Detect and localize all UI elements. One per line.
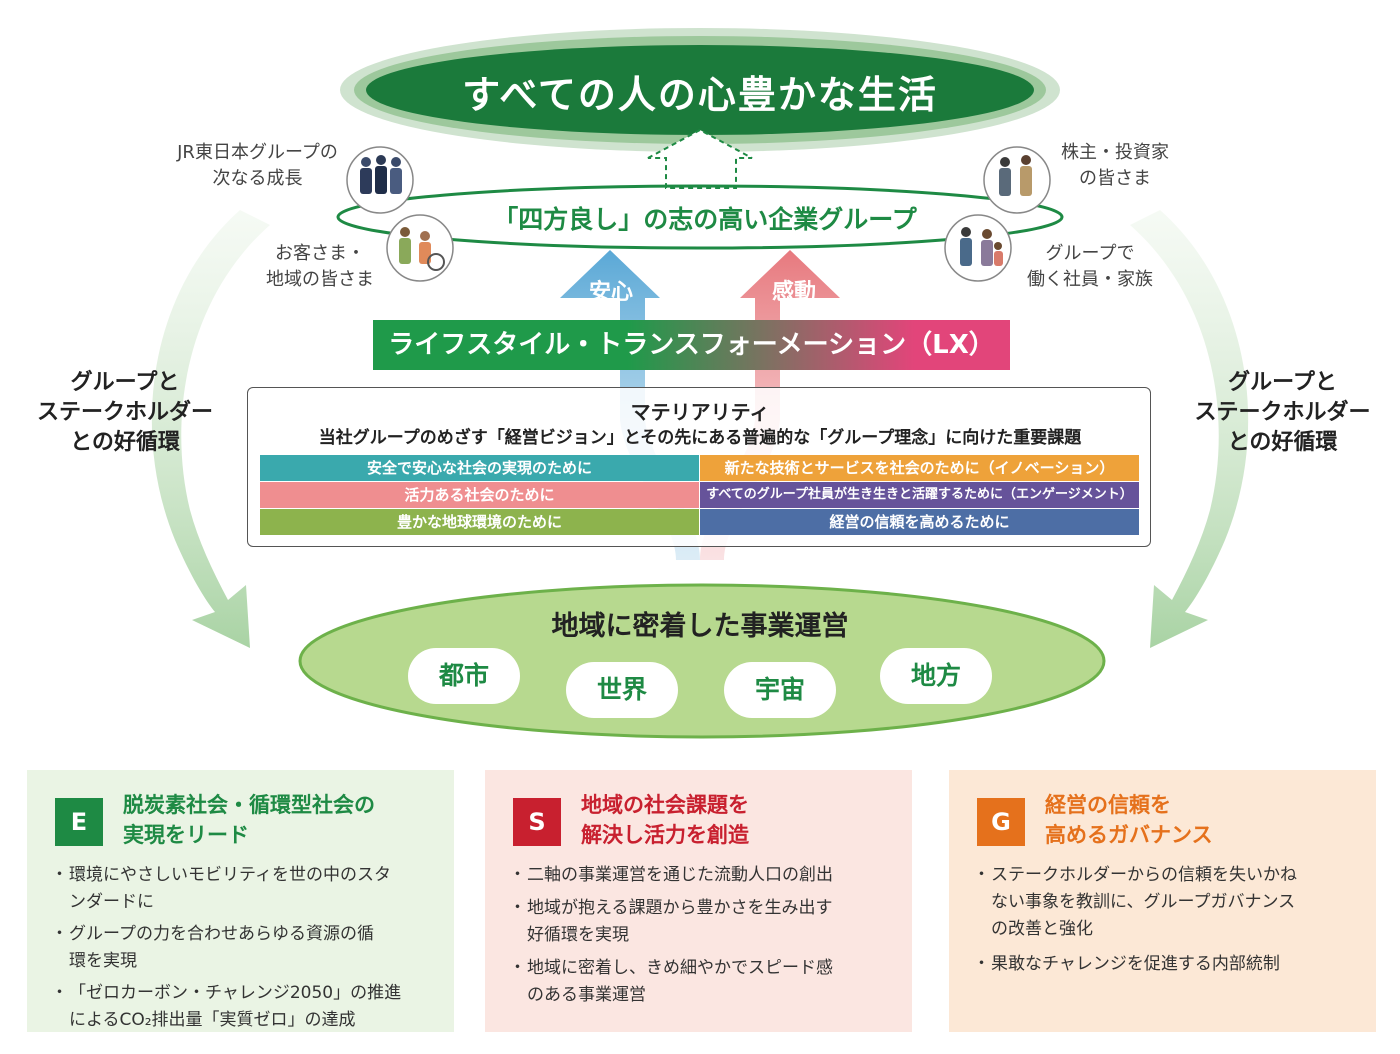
- esg-panel-e: E 脱炭素社会・循環型社会の 実現をリード 環境にやさしいモビリティを世の中のス…: [27, 770, 454, 1032]
- materiality-item: 豊かな地球環境のために: [260, 509, 699, 535]
- esg-list-item: 地域に密着し、きめ細やかでスピード感 のある事業運営: [509, 955, 905, 1009]
- materiality-item: 経営の信頼を高めるために: [700, 509, 1139, 535]
- esg-badge: G: [977, 798, 1025, 846]
- business-area-regional: 地方: [880, 648, 992, 704]
- materiality-item: すべてのグループ社員が生き生きと活躍するために（エンゲージメント）: [700, 482, 1139, 508]
- stakeholder-employees-label: グループで 働く社員・家族: [1027, 243, 1153, 290]
- esg-title: 脱炭素社会・循環型社会の 実現をリード: [123, 793, 375, 847]
- esg-list-item: 二軸の事業運営を通じた流動人口の創出: [509, 862, 905, 889]
- business-area-urban: 都市: [408, 648, 520, 704]
- family-wheelchair-icon: [386, 214, 454, 282]
- esg-badge: E: [55, 798, 103, 846]
- esg-list: 二軸の事業運営を通じた流動人口の創出 地域が抱える課題から豊かさを生み出す 好循…: [509, 862, 905, 1014]
- employee-family-icon: [944, 214, 1012, 282]
- business-title: 地域に密着した事業運営: [551, 611, 849, 642]
- business-area-space: 宇宙: [724, 662, 836, 718]
- lx-banner: ライフスタイル・トランスフォーメーション（LX）: [373, 320, 1010, 370]
- up-arrow-outline: [647, 128, 753, 189]
- arrow-label-kandou: 感動: [771, 280, 816, 305]
- esg-list-item: 地域が抱える課題から豊かさを生み出す 好循環を実現: [509, 895, 905, 949]
- loop-label-left: グループと ステークホルダー との好循環: [36, 370, 213, 455]
- esg-badge: S: [513, 798, 561, 846]
- esg-title: 経営の信頼を 高めるガバナンス: [1045, 793, 1213, 847]
- materiality-box: マテリアリティ 当社グループのめざす「経営ビジョン」とその先にある普遍的な「グル…: [247, 387, 1151, 547]
- esg-panel-g: G 経営の信頼を 高めるガバナンス ステークホルダーからの信頼を失いかね ない事…: [949, 770, 1376, 1032]
- esg-list-item: 「ゼロカーボン・チャレンジ2050」の推進 によるCO₂排出量「実質ゼロ」の達成: [51, 980, 447, 1034]
- materiality-item: 新たな技術とサービスを社会のために（イノベーション）: [700, 455, 1139, 481]
- loop-label-right: グループと ステークホルダー との好循環: [1194, 370, 1371, 455]
- group-title: 「四方良し」の志の高い企業グループ: [493, 205, 917, 234]
- purpose-title: すべての人の心豊かな生活: [462, 73, 938, 117]
- materiality-title: マテリアリティ: [630, 400, 770, 424]
- investors-icon: [983, 146, 1051, 214]
- business-area-world: 世界: [566, 662, 678, 718]
- stakeholder-customers-label: お客さま・ 地域の皆さま: [266, 243, 374, 290]
- esg-list: ステークホルダーからの信頼を失いかね ない事象を教訓に、グループガバナンス の改…: [973, 862, 1369, 983]
- purpose-ellipse: [340, 28, 1060, 152]
- lx-title: ライフスタイル・トランスフォーメーション（LX）: [388, 330, 995, 360]
- esg-list-item: グループの力を合わせあらゆる資源の循 環を実現: [51, 921, 447, 975]
- materiality-item: 安全で安心な社会の実現のために: [260, 455, 699, 481]
- esg-panel-s: S 地域の社会課題を 解決し活力を創造 二軸の事業運営を通じた流動人口の創出 地…: [485, 770, 912, 1032]
- group-staff-icon: [346, 146, 414, 214]
- esg-list-item: 環境にやさしいモビリティを世の中のスタ ンダードに: [51, 862, 447, 916]
- left-loop-arrow: [151, 210, 270, 648]
- stakeholder-shareholders-label: 株主・投資家 の皆さま: [1061, 142, 1169, 189]
- stakeholder-growth-label: JR東日本グループの 次なる成長: [177, 142, 338, 189]
- esg-list-item: 果敢なチャレンジを促進する内部統制: [973, 951, 1369, 978]
- materiality-subtitle: 当社グループのめざす「経営ビジョン」とその先にある普遍的な「グループ理念」に向け…: [318, 428, 1082, 448]
- right-loop-arrow: [1130, 210, 1249, 648]
- esg-list: 環境にやさしいモビリティを世の中のスタ ンダードに グループの力を合わせあらゆる…: [51, 862, 447, 1039]
- esg-list-item: ステークホルダーからの信頼を失いかね ない事象を教訓に、グループガバナンス の改…: [973, 862, 1369, 943]
- group-ellipse: [336, 184, 1064, 250]
- materiality-item: 活力ある社会のために: [260, 482, 699, 508]
- esg-title: 地域の社会課題を 解決し活力を創造: [581, 793, 749, 847]
- arrow-label-anshin: 安心: [588, 280, 633, 305]
